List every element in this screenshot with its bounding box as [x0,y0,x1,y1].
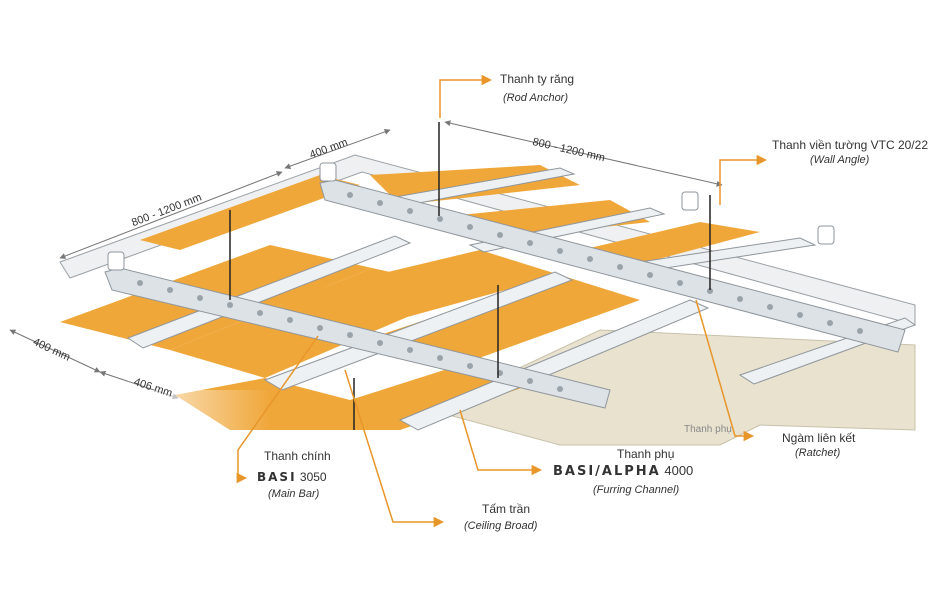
ceiling-board-panel [350,365,530,430]
main-bar-sublabel: (Main Bar) [268,488,320,500]
rod-anchor-label: Thanh ty răng [500,72,575,86]
wall-angle-label: Thanh viền tường VTC 20/22 [772,138,928,152]
ceiling-label: Tấm trần [482,502,531,516]
furring-sublabel: (Furring Channel) [593,484,680,496]
ratchet-label: Ngàm liên kết [782,431,856,445]
main-bar-label: Thanh chính [264,449,331,463]
wall-bracket [107,251,125,271]
ratchet-sublabel: (Ratchet) [795,447,841,459]
furring-channel [263,271,574,391]
ceiling-sublabel: (Ceiling Broad) [464,520,538,532]
main-bar-product: BASI 3050 [257,470,327,484]
furring-faded-label: Thanh phụ [684,424,732,435]
wall-angle-sublabel: (Wall Angle) [810,154,870,166]
furring-product: BASI/ALPHA 4000 [553,463,693,479]
main-bar-brand: BASI [257,470,297,484]
ceiling-board-panel [270,250,560,330]
wall-bracket [817,225,835,245]
furring-channel [126,235,412,349]
wall-bracket [681,191,699,211]
furring-brand: BASI/ALPHA [553,464,661,479]
ceiling-board-panel [380,275,640,365]
callout-lines [236,74,768,528]
furring-channel [398,299,710,431]
furring-label: Thanh phụ [617,447,675,461]
rod-anchor-sublabel: (Rod Anchor) [503,92,569,104]
wall-bracket [319,162,337,182]
main-bar-perforations [137,192,863,392]
furring-code: 4000 [664,463,694,478]
main-bar-code: 3050 [299,470,327,484]
